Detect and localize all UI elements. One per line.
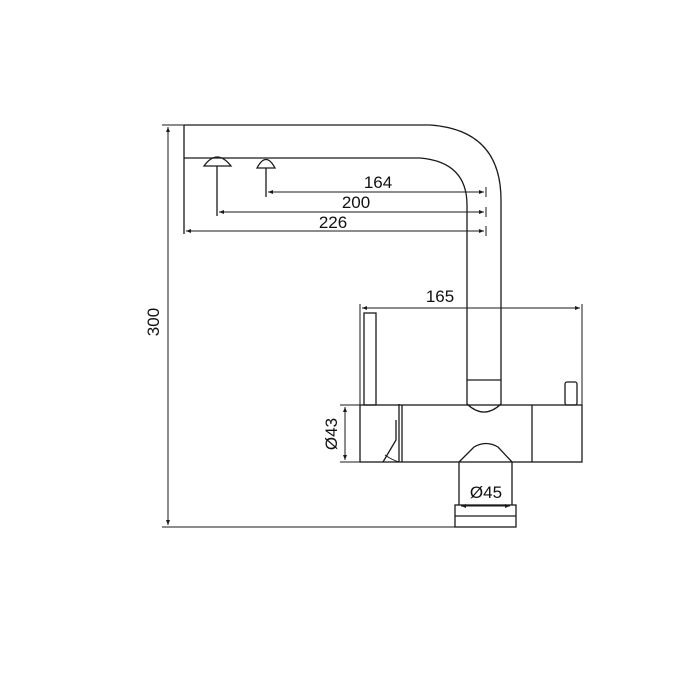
reach-dimensions: 164 200 226 [186,173,487,236]
aerator-outlets [202,156,277,216]
reach-164-label: 164 [364,173,392,192]
height-label: 300 [144,308,163,336]
base-diameter-label: Ø45 [470,483,502,502]
faucet-base: Ø45 [454,442,517,528]
faucet-body [359,381,583,463]
body-width-dimension: 165 [359,287,583,405]
body-diameter-dimension: Ø43 [322,404,360,463]
spout [183,124,502,413]
body-diameter-label: Ø43 [322,418,341,450]
reach-226-label: 226 [319,213,347,232]
height-dimension: 300 [144,124,456,528]
body-width-label: 165 [426,287,454,306]
lever-handle [363,312,400,462]
reach-200-label: 200 [342,193,370,212]
